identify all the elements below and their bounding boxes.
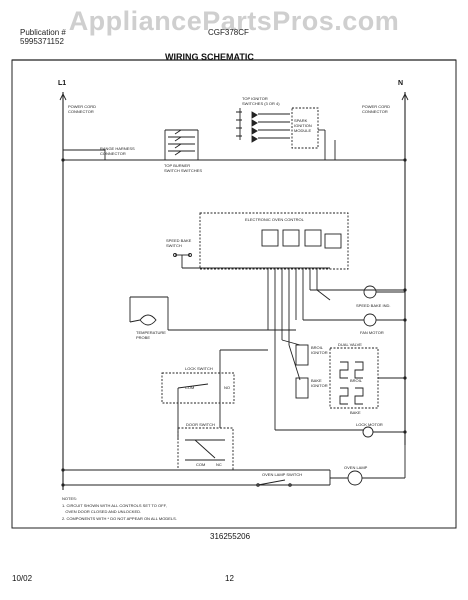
door-switch-label: DOOR SWITCH bbox=[186, 422, 215, 427]
broil-label: BROIL bbox=[350, 378, 363, 383]
electronic-control-label: ELECTRONIC OVEN CONTROL bbox=[245, 217, 304, 222]
fan-motor-label: FAN MOTOR bbox=[360, 330, 384, 335]
temperature-probe-label: TEMPERATURE PROBE bbox=[136, 330, 166, 340]
lock-switch-com-label: COM bbox=[185, 385, 195, 390]
note-line-2: OVEN DOOR CLOSED AND UNLOCKED. bbox=[62, 509, 142, 514]
note-line-1: 1. CIRCUIT SHOWN WITH ALL CONTROLS SET T… bbox=[62, 503, 167, 508]
lock-switch-no-label: NO bbox=[224, 385, 230, 390]
oven-lamp-switch-label: OVEN LAMP SWITCH bbox=[262, 472, 303, 477]
bake-ignitor-label: BAKE IGNITOR bbox=[311, 378, 328, 388]
schematic-frame bbox=[11, 59, 457, 529]
bake-label: BAKE bbox=[350, 410, 361, 415]
broil-ignitor-label: BROIL IGNITOR bbox=[311, 345, 328, 355]
publication-number: 5995371152 bbox=[20, 37, 64, 46]
notes-title: NOTES: bbox=[62, 496, 77, 501]
speed-bake-ind-label: SPEED BAKE IND. bbox=[356, 303, 391, 308]
dual-valve-label: DUAL VALVE bbox=[338, 342, 362, 347]
note-line-3: 2. COMPONENTS WITH * DO NOT APPEAR ON AL… bbox=[62, 516, 177, 521]
lock-motor-label: LOCK MOTOR bbox=[356, 422, 383, 427]
top-ignitor-switches-label: TOP IGNITOR SWITCHES (3 OR 4) bbox=[242, 96, 280, 106]
spark-module-label: SPARK IGNITION MODULE bbox=[294, 118, 312, 133]
page-number: 12 bbox=[225, 574, 234, 583]
page-title: WIRING SCHEMATIC bbox=[165, 52, 254, 62]
publication-label: Publication # bbox=[20, 28, 66, 37]
lock-switch-label: LOCK SWITCH bbox=[185, 366, 213, 371]
top-burner-switches-label: TOP BURNER SWITCH SWITCHES bbox=[164, 163, 202, 173]
speed-bake-switch-label: SPEED BAKE SWITCH bbox=[166, 238, 192, 248]
line-n-label: N bbox=[398, 80, 404, 87]
part-number: 316255206 bbox=[210, 532, 251, 541]
watermark: AppliancePartsPros.com bbox=[68, 6, 400, 36]
power-cord-left-label: POWER CORD CONNECTOR bbox=[68, 104, 96, 114]
door-switch-nc-label: NC bbox=[216, 462, 222, 467]
oven-lamp-label: OVEN LAMP bbox=[344, 465, 368, 470]
power-cord-right-label: POWER CORD CONNECTOR bbox=[362, 104, 390, 114]
range-harness-label: RANGE HARNESS CONNECTOR bbox=[100, 146, 135, 156]
line-l1-label: L1 bbox=[58, 80, 67, 87]
footer-date: 10/02 bbox=[12, 574, 33, 583]
door-switch-com-label: COM bbox=[196, 462, 206, 467]
model-label: CGF378CF bbox=[208, 28, 249, 37]
